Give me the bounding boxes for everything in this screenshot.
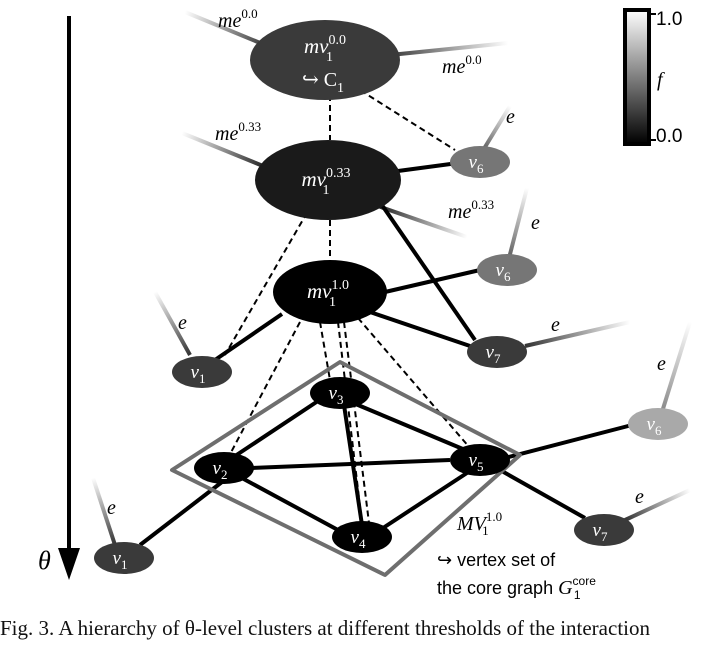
solid-edges [138,161,633,547]
external-edges [91,10,692,546]
svg-text:v5: v5 [469,450,484,474]
node-v6-top[interactable]: v6 [450,146,510,178]
node-v1-upper[interactable]: v1 [172,356,232,388]
node-v7-upper[interactable]: v7 [467,336,527,368]
node-v3[interactable]: v3 [310,377,370,409]
svg-text:mv0.01: mv0.01 [304,33,346,65]
external-edge-v1-lower [91,477,117,546]
colorbar-max-label: 1.0 [656,9,682,30]
theta-axis-label: θ [38,546,51,575]
colorbar-min-label: 0.0 [656,126,682,147]
svg-text:v7: v7 [486,342,501,366]
me033-right-label: me0.33 [448,197,494,223]
node-v5[interactable]: v5 [450,444,510,476]
external-edge-me00-right [389,41,509,57]
svg-text:v2: v2 [213,458,228,482]
node-v1-lower[interactable]: v1 [94,542,154,574]
node-v6-bottom[interactable]: v6 [628,408,688,440]
svg-text:v7: v7 [593,520,608,544]
e-label-v7-lower: e [635,486,644,508]
external-edge-v7-lower [624,488,691,522]
external-edge-me033-left [181,131,269,170]
me00-left-label: me0.0 [218,6,258,32]
node-v6-middle[interactable]: v6 [477,254,537,286]
svg-text:v4: v4 [351,527,366,551]
external-edge-me033-right [374,203,468,239]
svg-text:v6: v6 [469,152,484,176]
external-edge-v7-upper [524,320,631,348]
core-graph-boundary [170,360,522,577]
svg-text:v1: v1 [113,548,128,572]
node-v2[interactable]: v2 [194,452,254,484]
figure-caption: Fig. 3. A hierarchy of θ-level clusters … [0,616,650,640]
external-edge-me00-left [184,10,266,47]
svg-text:mv1.01: mv1.01 [307,278,349,310]
svg-text:mv0.331: mv0.331 [302,166,351,198]
e-label-v6-top: e [506,106,515,128]
svg-text:v3: v3 [329,383,344,407]
theta-axis: θ [38,16,80,580]
me00-right-label: me0.0 [442,52,482,78]
external-edge-labels: me0.0 me0.0 me0.33 me0.33 e e e e e e e [107,6,666,519]
e-label-v1-upper: e [178,312,187,334]
me033-left-label: me0.33 [215,119,261,145]
svg-text:↪ C1: ↪ C1 [302,69,344,96]
e-label-v6-bottom: e [657,353,666,375]
colorbar: 1.0 f 0.0 [623,8,682,147]
svg-text:v6: v6 [496,260,511,284]
e-label-v7-upper: e [551,314,560,336]
node-v7-lower[interactable]: v7 [574,514,634,546]
e-label-v1-lower: e [107,497,116,519]
external-edge-v6-middle [506,187,529,263]
svg-text:v1: v1 [191,362,206,386]
svg-text:v6: v6 [647,414,662,438]
dashed-edges [224,84,471,524]
e-label-v6-middle: e [531,212,540,234]
core-description-line1: ↪ vertex set of [437,550,556,570]
external-edge-v6-bottom [660,321,692,413]
external-edge-v6-top [480,104,512,154]
node-v4[interactable]: v4 [332,521,392,553]
external-edge-v1-upper [153,291,192,356]
colorbar-variable-label: f [657,69,665,91]
